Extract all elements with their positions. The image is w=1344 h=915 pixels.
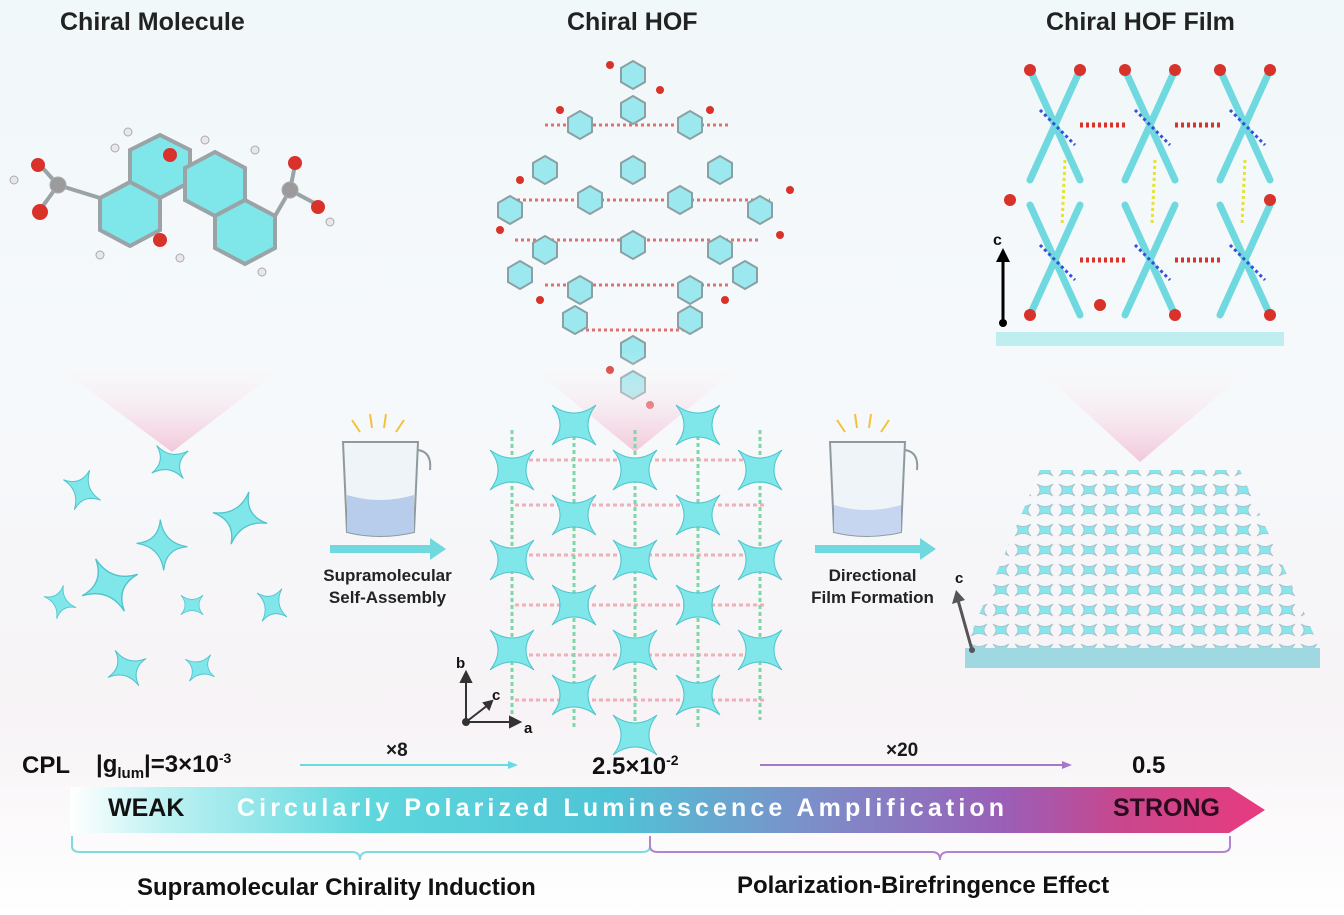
bottom-label-birefringence: Polarization-Birefringence Effect — [737, 872, 1110, 899]
axis-label-a: a — [524, 720, 533, 737]
g-prefix: |g — [96, 751, 118, 778]
title-chiral-hof-film: Chiral HOF Film — [1046, 8, 1235, 36]
g-subscript: lum — [117, 764, 145, 782]
cpl-label: CPL — [22, 752, 70, 779]
step-label-film-line1: Directional — [828, 566, 917, 585]
cpl-value-hof: 2.5×10-2 — [592, 752, 679, 781]
step-label-self-assembly: Supramolecular Self-Assembly — [300, 565, 475, 609]
title-chiral-hof: Chiral HOF — [567, 8, 698, 36]
bottom-label-chirality-induction: Supramolecular Chirality Induction — [137, 874, 536, 901]
step-label-assembly-line2: Self-Assembly — [328, 588, 447, 607]
title-chiral-molecule: Chiral Molecule — [60, 8, 245, 36]
step-label-film-line2: Film Formation — [811, 588, 934, 607]
axis-label-b: b — [456, 655, 465, 672]
bar-label-amplification: Circularly Polarized Luminescence Amplif… — [237, 794, 1009, 822]
cpl-amplification-bar — [70, 787, 1265, 833]
bar-label-strong: STRONG — [1113, 794, 1220, 822]
multiplier-x20: ×20 — [886, 740, 919, 761]
g-mid: |=3×10 — [144, 751, 219, 778]
bar-label-weak: WEAK — [108, 794, 185, 822]
multiplier-x8: ×8 — [386, 740, 408, 761]
film-axis-c-top: c — [993, 232, 1002, 249]
g-exponent: -3 — [218, 750, 232, 766]
step-label-assembly-line1: Supramolecular — [323, 566, 452, 585]
cpl-value-molecule: |glum|=3×10-3 — [96, 750, 231, 782]
hof-value-exponent: -2 — [666, 752, 679, 768]
film-axis-c-bottom: c — [955, 570, 963, 587]
cpl-value-film: 0.5 — [1132, 752, 1166, 779]
axis-label-c: c — [492, 687, 500, 704]
hof-value-base: 2.5×10 — [592, 753, 667, 780]
step-label-film-formation: Directional Film Formation — [790, 565, 955, 609]
